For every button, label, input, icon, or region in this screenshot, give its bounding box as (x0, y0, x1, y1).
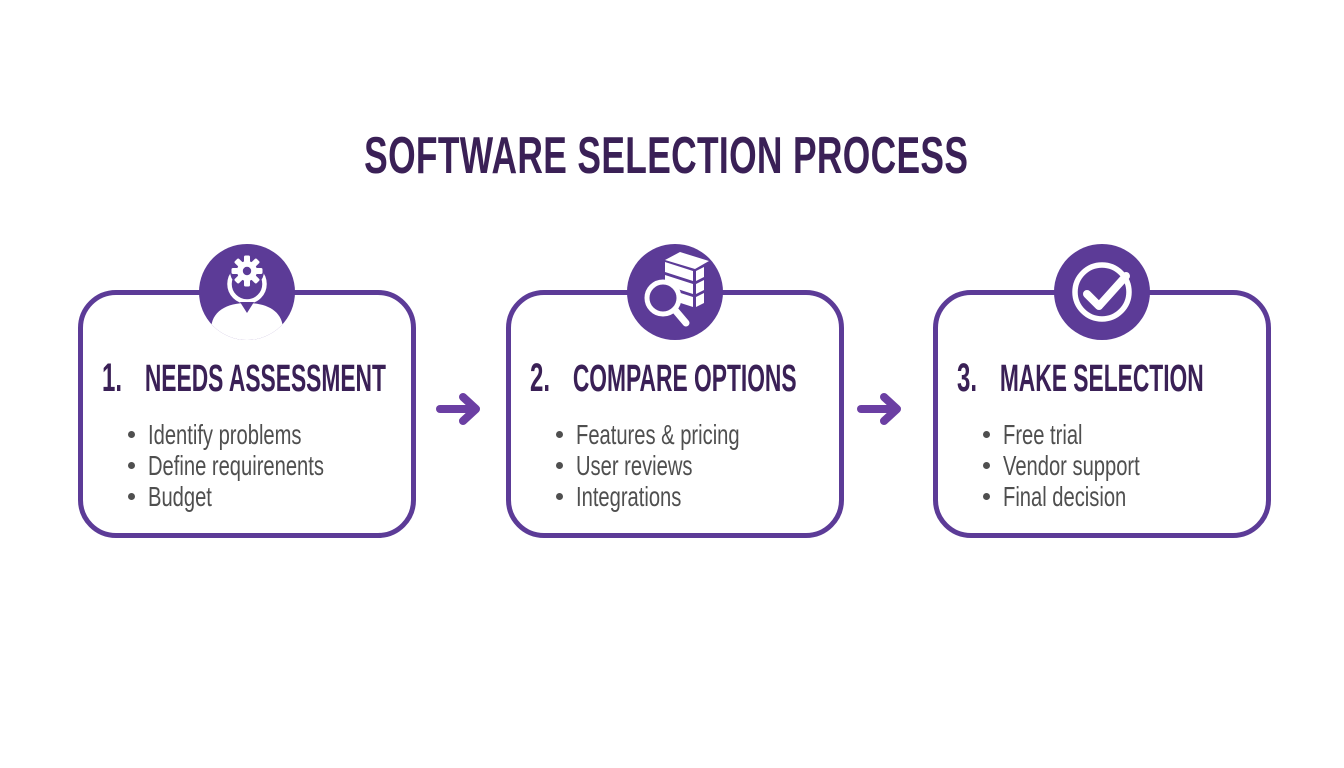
bullet-dot (556, 493, 563, 500)
list-item: Integrations (556, 481, 803, 512)
list-item: User reviews (556, 450, 803, 481)
bullet-text: Identify problems (148, 419, 302, 450)
list-item: Final decision (983, 481, 1193, 512)
step-heading: 1. NEEDS ASSESSMENT (102, 356, 575, 406)
bullet-text: Integrations (576, 481, 682, 512)
bullet-dot (983, 493, 990, 500)
bullet-list: Identify problems Define requirenents Bu… (128, 419, 392, 512)
bullet-list: Free trial Vendor support Final decision (983, 419, 1193, 512)
list-item: Free trial (983, 419, 1193, 450)
bullet-text: Vendor support (1003, 450, 1140, 481)
step-number: 3. (957, 356, 978, 400)
person-gear-icon (199, 244, 295, 340)
bullet-list: Features & pricing User reviews Integrat… (556, 419, 803, 512)
magnifier-stack-icon (627, 244, 723, 340)
step-title: MAKE SELECTION (999, 358, 1204, 400)
page-title-text: SOFTWARE SELECTION PROCESS (363, 127, 969, 185)
bullet-dot (128, 493, 135, 500)
list-item: Identify problems (128, 419, 392, 450)
bullet-dot (983, 462, 990, 469)
arrow-right-icon (436, 392, 484, 426)
bullet-text: Free trial (1003, 419, 1083, 450)
bullet-dot (983, 431, 990, 438)
step-number: 2. (530, 356, 551, 400)
step-title: COMPARE OPTIONS (572, 358, 797, 400)
bullet-text: Final decision (1003, 481, 1127, 512)
list-item: Define requirenents (128, 450, 392, 481)
bullet-text: Define requirenents (148, 450, 324, 481)
bullet-text: Budget (148, 481, 212, 512)
page-title: SOFTWARE SELECTION PROCESS (0, 130, 1332, 182)
bullet-text: User reviews (576, 450, 693, 481)
list-item: Vendor support (983, 450, 1193, 481)
bullet-dot (128, 431, 135, 438)
bullet-dot (556, 462, 563, 469)
step-number: 1. (102, 356, 123, 400)
step-heading: 3. MAKE SELECTION (957, 356, 1344, 406)
bullet-dot (128, 462, 135, 469)
step-title: NEEDS ASSESSMENT (144, 358, 386, 400)
bullet-dot (556, 431, 563, 438)
bullet-text: Features & pricing (576, 419, 740, 450)
list-item: Budget (128, 481, 392, 512)
step-heading: 2. COMPARE OPTIONS (530, 356, 974, 406)
check-circle-icon (1054, 244, 1150, 340)
list-item: Features & pricing (556, 419, 803, 450)
arrow-right-icon (857, 392, 905, 426)
